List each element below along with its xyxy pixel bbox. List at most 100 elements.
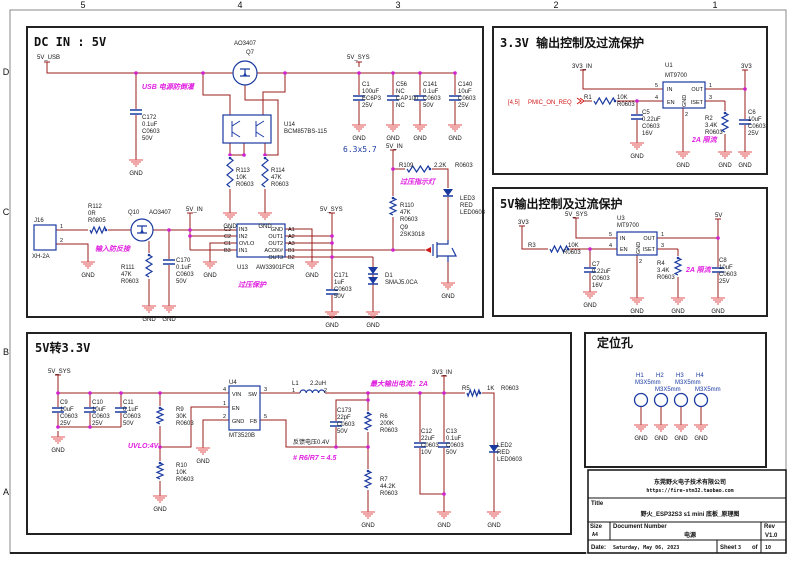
column-marker: 2 [553,0,558,10]
c13-label: C0603 [446,443,464,449]
c11-label: 50V [123,421,134,427]
resistor [388,197,398,216]
u3-pin-iset: ISET [643,247,656,253]
u3-mt9700 [616,231,658,256]
gnd-label: GND [386,136,400,142]
resistor-pin [147,253,151,257]
ground-symbol [487,511,501,519]
q7-ref: Q7 [246,50,255,56]
u4-pin-number: 5 [264,414,267,420]
led3-label: LED3 [460,196,476,202]
c8-label: C0603 [719,272,737,278]
r3-label: R3 [528,243,536,249]
r4-label: R0603 [657,275,675,281]
resistor [144,254,154,278]
wire [285,228,313,256]
panel-mounting-holes [584,332,767,468]
wire [432,168,449,188]
c12-label: C12 [421,429,433,435]
ground-symbol [352,124,366,132]
sheet-label: Sheet [720,545,736,551]
gnd-label: GND [352,136,366,142]
u13-pin: C2 [224,234,231,240]
ground-symbol [630,297,644,305]
gnd-label: GND [153,507,167,513]
gnd-label: GND [142,317,156,323]
junction-dot [716,236,720,240]
resistor-pin [391,196,395,200]
c10-label: C0603 [92,414,110,420]
junction-dot [442,492,446,496]
resistor-pin [613,99,617,103]
junction-dot [357,71,361,75]
led2-label: LED2 [497,443,513,449]
ground-symbol [634,424,648,432]
gnd-label: GND [223,224,237,230]
c5-label: C0603 [642,124,660,130]
junction-dot [391,248,395,252]
c1-label: C1 [362,82,370,88]
gnd-label: GND [437,523,451,529]
row-marker: A [3,487,9,497]
junction-dot [418,71,422,75]
r114-label: R114 [271,168,286,174]
u1-pin-gnd: GND [682,95,688,107]
u13-pin: A1 [288,227,295,233]
ground-symbol [305,261,319,269]
junction-dot [88,391,92,395]
wire [521,231,548,250]
company-url: https://fire-stm32.taobao.com [646,488,733,494]
c170-label: 50V [176,279,187,285]
capacitor-bg [387,95,399,101]
j16-pin2: 2 [60,238,63,244]
ground-symbol [325,311,339,319]
note-2a-limit-5v: 2A 限流 [685,265,713,274]
u13-pin: C1 [224,241,231,247]
capacitor-bg [438,442,450,448]
junction-dot [442,391,446,395]
r1-label: R1 [584,95,592,101]
wire [419,393,444,495]
junction-dot [330,234,334,238]
title-block [587,469,787,554]
rev-value: V1.0 [765,533,778,539]
hole-ref: H4 [696,373,704,379]
u13-pin-name: GND [271,227,283,233]
d1-tvs [368,267,378,274]
resistor-pin [366,469,370,473]
u3-ref: U3 [617,216,625,222]
c11-label: 0.1uF [123,407,139,413]
size-value: A4 [592,532,598,538]
c6-label: C6 [748,110,756,116]
c172-label: C0603 [142,129,160,135]
junction-dot [188,234,192,238]
capacitor-bg [414,95,426,101]
date-label: Date: [591,545,606,551]
u1-pin-number: 3 [709,95,712,101]
q10-label: Q10 [128,210,140,216]
gnd-label: GND [366,323,380,329]
u13-pin-name: ACOK# [264,248,284,254]
net-5v-sys-2: 5V_SYS [320,207,343,213]
r113-label: 10K [236,175,247,181]
note-uvlo: UVLO:4V [128,443,160,450]
r109-label: 2.2K [434,163,446,169]
capacitor-bg [584,267,596,273]
ground-symbol [162,305,176,313]
r6-label: R0603 [380,428,398,434]
capacitor-bg [330,421,342,427]
gnd-label: GND [718,163,732,169]
r111-label: R0603 [121,279,139,285]
r4-label: 3.4K [657,268,669,274]
note-ovp-led: 过压指示灯 [400,177,437,186]
wire [202,73,231,115]
ground-symbol [203,261,217,269]
q7-part: AO3407 [234,41,257,47]
wire [262,73,286,115]
j16-ref: J16 [34,218,44,224]
net-5v-in: 5V_IN [386,144,403,150]
u3-pin-number: 2 [639,259,642,265]
r5-label: R5 [462,386,470,392]
c9-label: C0603 [60,414,78,420]
r109-label: R0603 [455,163,473,169]
